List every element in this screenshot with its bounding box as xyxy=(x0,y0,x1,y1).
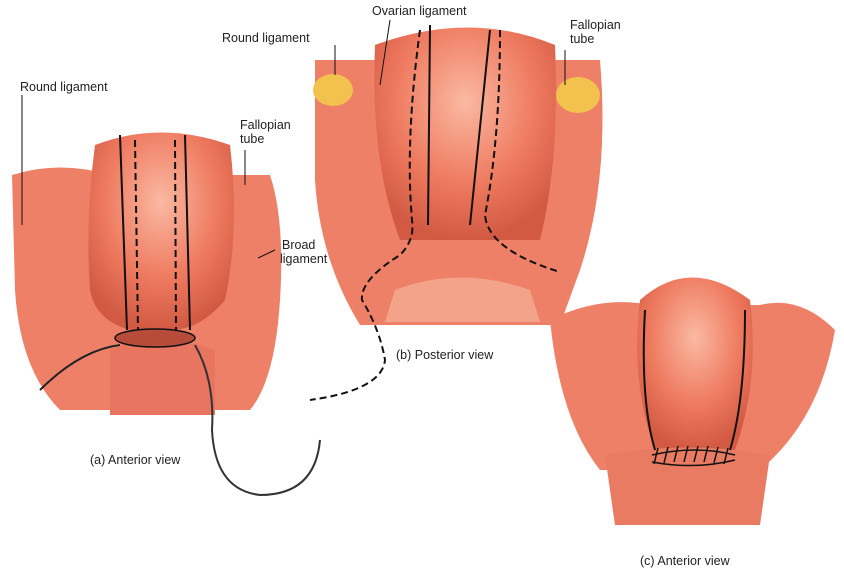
label-fallopian-tube-b-line1: Fallopian xyxy=(570,18,621,32)
label-broad-ligament-line1: Broad xyxy=(282,238,316,252)
caption-a: (a) Anterior view xyxy=(90,453,181,467)
caption-c: (c) Anterior view xyxy=(640,554,730,568)
label-ovarian-ligament: Ovarian ligament xyxy=(372,4,467,18)
caption-b: (b) Posterior view xyxy=(396,348,494,362)
uterus-anterior-a xyxy=(12,95,321,497)
label-broad-ligament-line2: ligament xyxy=(280,252,328,266)
label-round-ligament-a: Round ligament xyxy=(20,80,108,94)
label-fallopian-tube-a-line2: tube xyxy=(240,132,265,146)
label-fallopian-tube-b-line2: tube xyxy=(570,32,595,46)
uterus-posterior-b xyxy=(309,19,603,401)
label-round-ligament-b: Round ligament xyxy=(222,31,310,45)
uterus-anterior-c xyxy=(550,277,835,525)
label-fallopian-tube-a-line1: Fallopian xyxy=(240,118,291,132)
